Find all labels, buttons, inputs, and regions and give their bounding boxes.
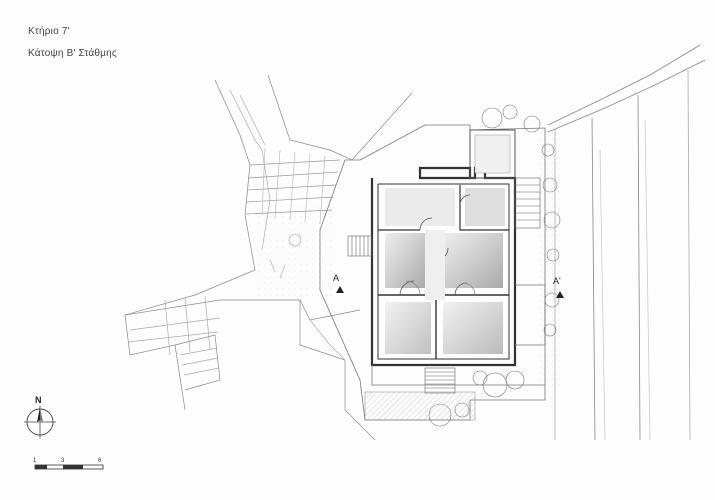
- stair-west: [347, 235, 373, 257]
- scale-bar-icon: [34, 464, 104, 470]
- terrace-south: [371, 365, 545, 386]
- stone-wall-south: [364, 391, 476, 421]
- hedge-strip: [540, 130, 560, 390]
- rooms: [385, 188, 505, 354]
- room-northwest: [385, 188, 455, 226]
- room-northeast: [465, 188, 505, 226]
- corridor: [425, 230, 445, 300]
- sheet-title: Κτήριο 7': [28, 26, 70, 37]
- ground-marks: [269, 259, 286, 279]
- room-southwest: [385, 302, 431, 354]
- section-label-a-prime: A': [553, 276, 561, 286]
- north-arrow-icon: [24, 406, 56, 438]
- scale-tick-label: 6: [98, 458, 102, 464]
- north-label: N: [35, 395, 42, 405]
- scale-tick-label: 3: [61, 458, 65, 464]
- ground-texture: [255, 205, 335, 300]
- stair-east: [514, 177, 541, 229]
- room-west-mid: [385, 233, 425, 288]
- room-east-mid: [443, 233, 503, 288]
- room-southeast: [443, 302, 503, 354]
- section-marker-icon: [336, 286, 564, 298]
- road-east: [547, 44, 706, 441]
- sheet-subtitle: Κάτοψη Β' Στάθμης: [28, 48, 117, 59]
- terrain-west: [124, 74, 413, 441]
- fountain-icon: [288, 233, 302, 247]
- scale-tick-label: 1: [33, 458, 37, 464]
- stair-south: [424, 367, 456, 394]
- section-label-a: A: [333, 273, 340, 283]
